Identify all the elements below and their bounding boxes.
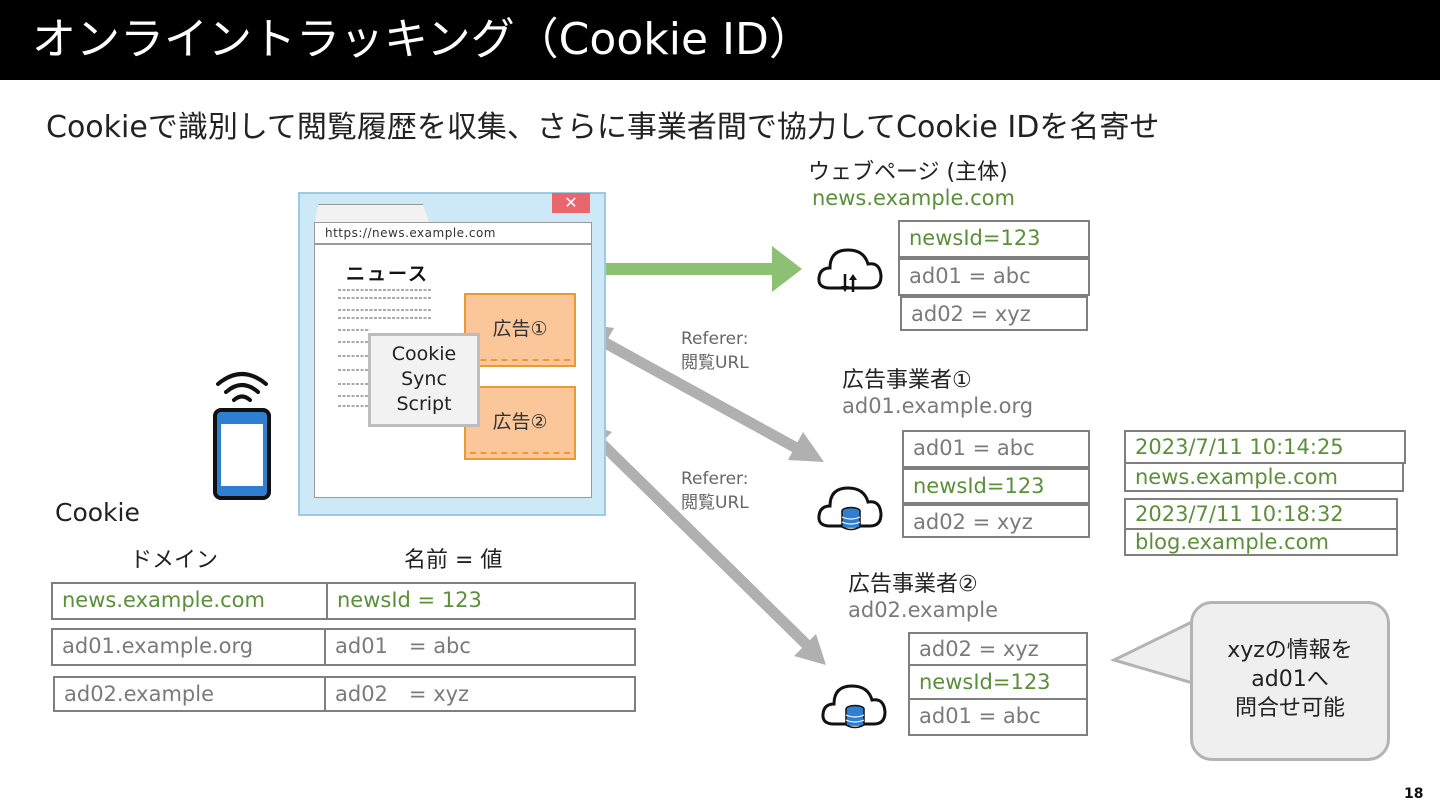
ad-slot-1[interactable]: 広告① [464, 293, 576, 367]
ad1-row-2: newsId=123 [902, 468, 1090, 504]
speech-tail [1109, 617, 1198, 687]
webpage-label: ウェブページ (主体) [808, 160, 1008, 185]
cookie-sync-script-box: Cookie Sync Script [368, 333, 480, 427]
webpage-row-2: ad01 = abc [898, 258, 1090, 296]
webpage-domain: news.example.com [812, 186, 1015, 210]
sync-line-3: Script [396, 393, 452, 415]
ad1-domain: ad01.example.org [842, 394, 1034, 418]
cookie-row-3-value: ad02 = xyz [324, 676, 636, 712]
ad1-history-1-time: 2023/7/11 10:14:25 [1124, 430, 1406, 464]
ad2-domain: ad02.example [848, 598, 998, 622]
slide-subtitle: Cookieで識別して閲覧履歴を収集、さらに事業者間で協力してCookie ID… [46, 110, 1160, 145]
ad1-history-2-time: 2023/7/11 10:18:32 [1124, 498, 1398, 530]
cloud-database-icon [821, 684, 887, 729]
ad-slot-2-label: 広告② [492, 411, 548, 433]
referer-label-1: Referer: 閲覧URL [681, 329, 749, 373]
cookie-col-namevalue: 名前 = 値 [404, 548, 503, 573]
page-number: 18 [1404, 786, 1424, 802]
cookie-row-1-value: newsId = 123 [326, 582, 636, 620]
ad2-row-1: ad02 = xyz [908, 632, 1088, 666]
webpage-row-1: newsId=123 [898, 220, 1090, 258]
news-heading: ニュース [346, 263, 430, 285]
ad-slot-1-label: 広告① [492, 318, 548, 340]
cookie-row-1-domain: news.example.com [51, 582, 329, 620]
smartphone-icon [213, 372, 271, 500]
cookie-col-domain: ドメイン [130, 548, 219, 573]
speech-bubble-text: xyzの情報を ad01へ 問合せ可能 [1227, 638, 1353, 721]
cookie-row-2-value: ad01 = abc [324, 628, 636, 666]
slide-title: オンライントラッキング（Cookie ID） [32, 14, 813, 65]
article-text-lines [338, 289, 432, 407]
speech-bubble [1190, 601, 1390, 761]
wifi-icon [216, 372, 268, 402]
close-icon[interactable]: ✕ [552, 193, 590, 213]
webpage-row-3: ad02 = xyz [900, 296, 1088, 331]
title-bar [0, 0, 1440, 80]
cookie-row-2-domain: ad01.example.org [51, 628, 329, 666]
cookie-row-3-domain: ad02.example [53, 676, 327, 712]
ad1-row-3: ad02 = xyz [902, 504, 1090, 538]
referer-label-2: Referer: 閲覧URL [681, 469, 749, 513]
sync-line-2: Sync [401, 368, 447, 390]
ad2-label: 広告事業者② [848, 572, 978, 597]
sync-line-1: Cookie [391, 343, 457, 365]
cloud-transfer-icon [817, 248, 883, 292]
ad1-row-1: ad01 = abc [902, 430, 1090, 468]
cloud-database-icon [817, 486, 883, 531]
ad1-label: 広告事業者① [842, 368, 972, 393]
ad-slot-2[interactable]: 広告② [464, 386, 576, 460]
ad2-row-3: ad01 = abc [908, 698, 1088, 736]
ad2-row-2: newsId=123 [908, 664, 1088, 700]
cookie-title: Cookie [55, 498, 140, 527]
ad1-history-1-site: news.example.com [1124, 462, 1404, 492]
browser-url-bar[interactable]: https://news.example.com [314, 222, 592, 244]
ad1-history-2-site: blog.example.com [1124, 528, 1398, 556]
